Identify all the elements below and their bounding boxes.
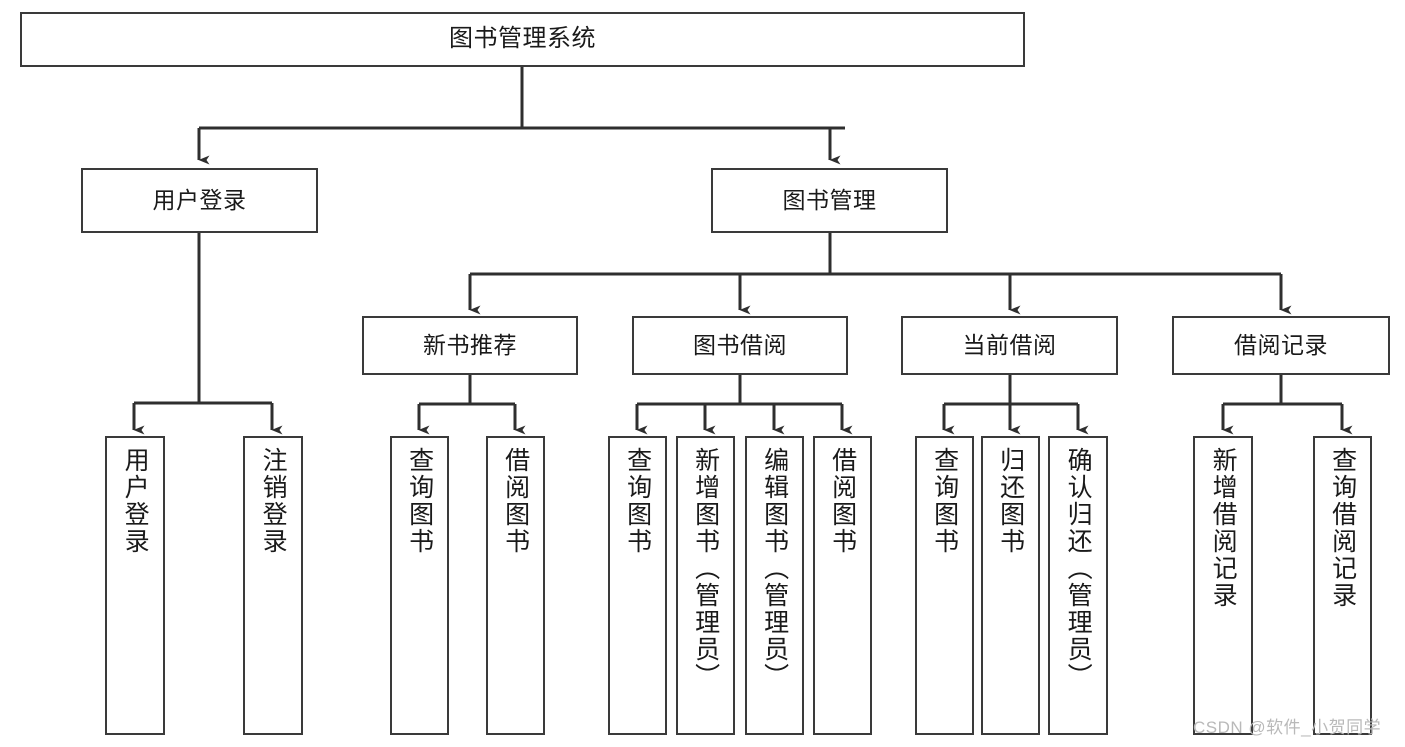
node-label: 查询图书 — [405, 447, 434, 555]
leaf-user-logout[interactable]: 注销登录 — [243, 436, 303, 735]
node-borrow-records[interactable]: 借阅记录 — [1172, 316, 1390, 375]
leaf-confirm-return-admin[interactable]: 确认归还（管理员） — [1048, 436, 1108, 735]
node-label: 新增借阅记录 — [1209, 447, 1238, 609]
node-label: 注销登录 — [259, 447, 288, 555]
node-label: 图书借阅 — [693, 331, 787, 358]
node-label: 确认归还（管理员） — [1064, 447, 1093, 690]
node-label: 查询借阅记录 — [1328, 447, 1357, 609]
leaf-query-book-borrow[interactable]: 查询图书 — [608, 436, 667, 735]
leaf-borrow-book[interactable]: 借阅图书 — [813, 436, 872, 735]
node-book-management[interactable]: 图书管理 — [711, 168, 948, 233]
node-label: 查询图书 — [930, 447, 959, 555]
leaf-query-book-current[interactable]: 查询图书 — [915, 436, 974, 735]
node-label: 归还图书 — [996, 447, 1025, 555]
node-label: 图书管理系统 — [449, 25, 596, 53]
node-label: 查询图书 — [623, 447, 652, 555]
leaf-edit-book-admin[interactable]: 编辑图书（管理员） — [745, 436, 804, 735]
node-label: 用户登录 — [152, 186, 247, 213]
node-label: 当前借阅 — [962, 331, 1057, 358]
node-label: 编辑图书（管理员） — [760, 447, 789, 690]
leaf-borrow-book-recommend[interactable]: 借阅图书 — [486, 436, 545, 735]
leaf-add-book-admin[interactable]: 新增图书（管理员） — [676, 436, 735, 735]
node-user-login[interactable]: 用户登录 — [81, 168, 318, 233]
node-root-system[interactable]: 图书管理系统 — [20, 12, 1025, 67]
node-label: 借阅图书 — [501, 447, 530, 555]
leaf-add-borrow-record[interactable]: 新增借阅记录 — [1193, 436, 1253, 735]
leaf-query-book-recommend[interactable]: 查询图书 — [390, 436, 449, 735]
leaf-query-borrow-record[interactable]: 查询借阅记录 — [1313, 436, 1372, 735]
node-current-borrow[interactable]: 当前借阅 — [901, 316, 1118, 375]
node-label: 新书推荐 — [423, 331, 517, 358]
leaf-return-book[interactable]: 归还图书 — [981, 436, 1040, 735]
node-book-borrow[interactable]: 图书借阅 — [632, 316, 848, 375]
node-new-book-recommend[interactable]: 新书推荐 — [362, 316, 578, 375]
node-label: 新增图书（管理员） — [691, 447, 720, 690]
node-label: 用户登录 — [121, 447, 150, 555]
node-label: 借阅图书 — [828, 447, 857, 555]
node-label: 借阅记录 — [1234, 331, 1328, 358]
node-label: 图书管理 — [782, 186, 877, 213]
leaf-user-login[interactable]: 用户登录 — [105, 436, 165, 735]
